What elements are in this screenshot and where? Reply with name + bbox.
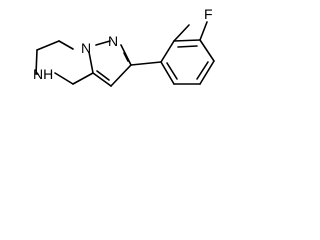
amine-nh-label: NH bbox=[33, 66, 53, 82]
bond-ph4-ph5 bbox=[199, 60, 215, 85]
bond-ph3-ph4 bbox=[199, 39, 215, 62]
bond-ph2-ph3-inner bbox=[177, 45, 198, 48]
bond-c7-c6 bbox=[36, 40, 60, 51]
bond-ph1-ph2 bbox=[160, 40, 175, 63]
bond-c2-c3 bbox=[110, 64, 132, 87]
bond-n2-c2-inner bbox=[123, 52, 129, 62]
bond-ph2-f bbox=[173, 24, 190, 42]
bond-n1-n2 bbox=[95, 40, 111, 46]
bond-c4-c3a bbox=[72, 72, 94, 85]
bond-n4-c4 bbox=[54, 72, 74, 85]
pyrazole-n2-label: N bbox=[108, 33, 118, 49]
bond-c3-c3a-inner bbox=[96, 70, 110, 81]
pyrazole-n1-label: N bbox=[81, 40, 91, 56]
bond-ph6-ph1-inner bbox=[166, 62, 178, 80]
chemical-structure-diagram: F N N NH bbox=[33, 6, 215, 87]
bond-c2-phenyl bbox=[130, 61, 162, 66]
fluorine-atom-label: F bbox=[204, 6, 213, 22]
bond-c-fluorine bbox=[199, 21, 208, 41]
bond-c3-c3a bbox=[92, 72, 112, 87]
bond-n2-c2 bbox=[120, 44, 132, 66]
bond-ph4-ph5-inner bbox=[196, 61, 209, 80]
bond-c6-c5 bbox=[35, 49, 38, 75]
bond-n1-c7 bbox=[58, 40, 74, 50]
bond-ph6-ph1 bbox=[160, 61, 175, 85]
bond-ph2-ph3 bbox=[173, 39, 201, 42]
bond-c3a-n1 bbox=[88, 51, 94, 74]
